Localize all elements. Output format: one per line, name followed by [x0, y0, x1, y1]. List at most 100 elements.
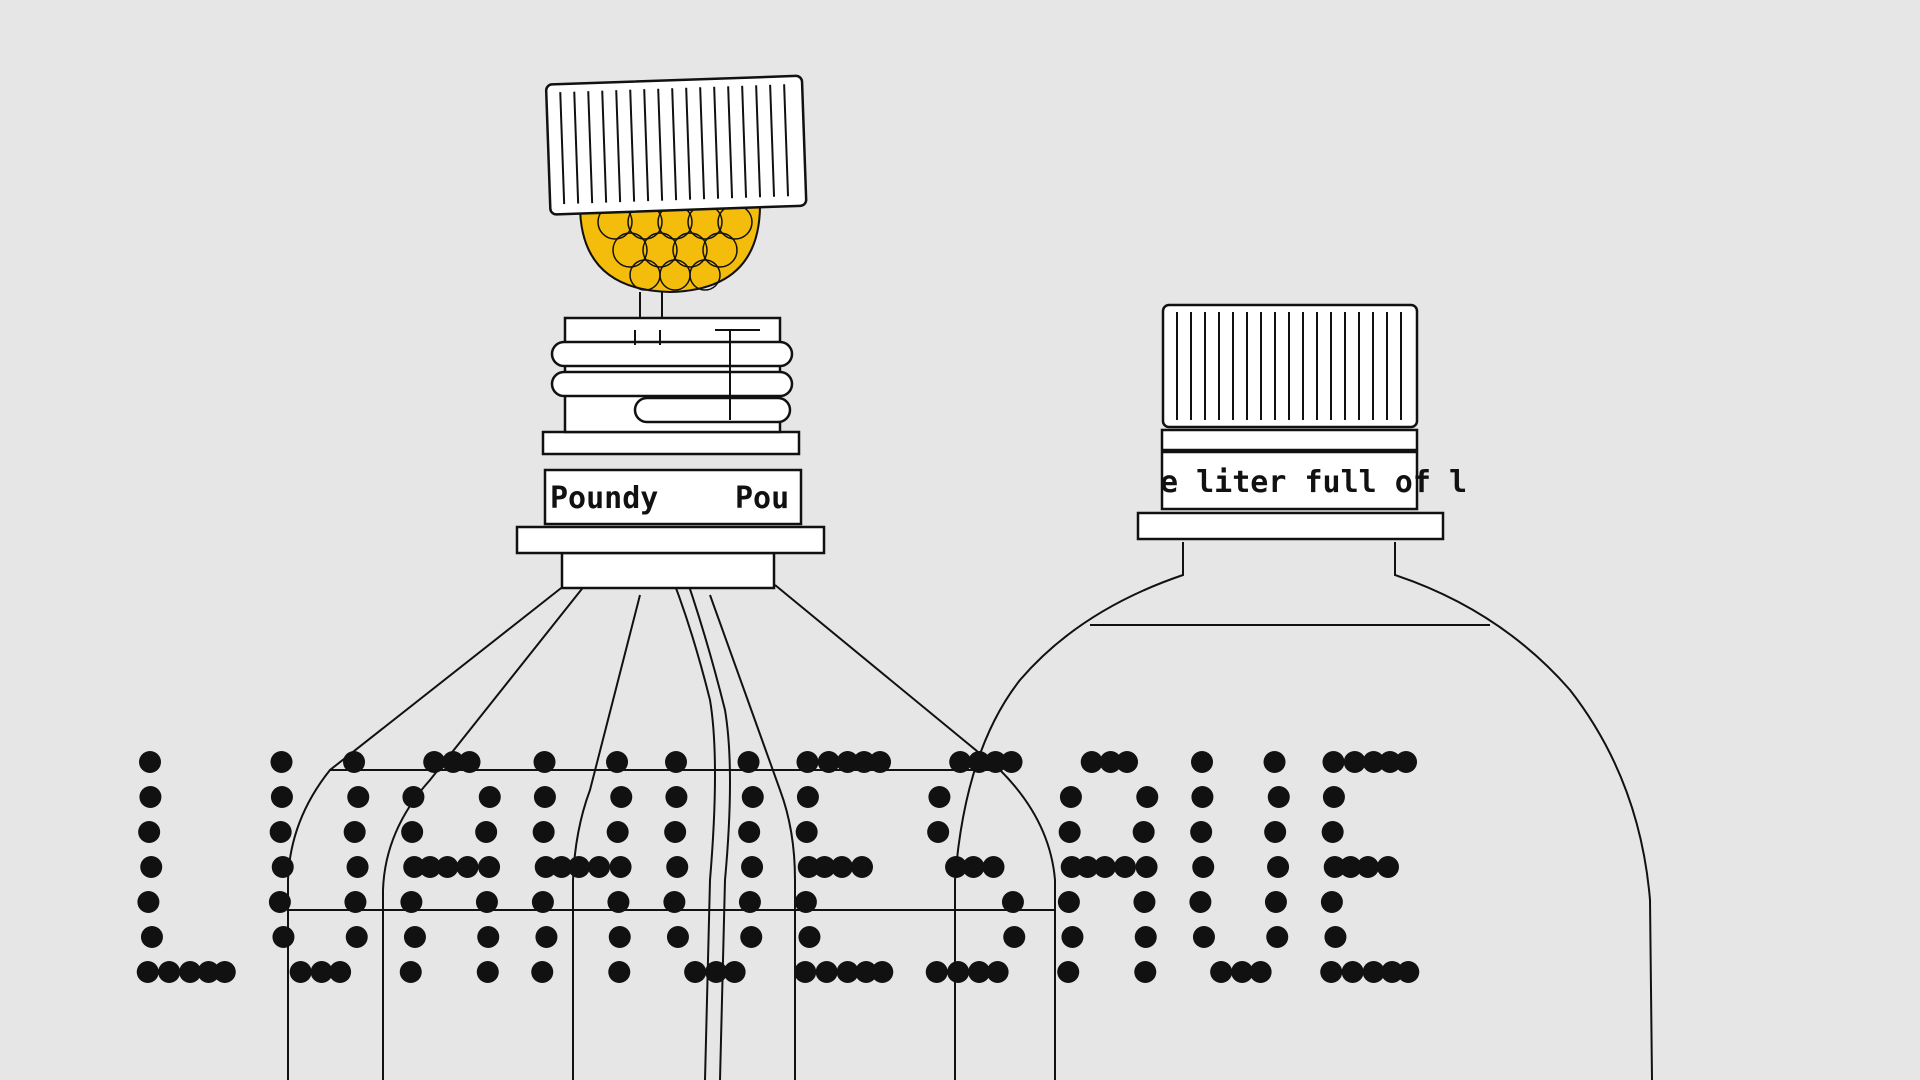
- lettering-dot: [1323, 856, 1346, 878]
- right-bottle: e liter full of l: [954, 303, 1653, 1080]
- lettering-dot: [871, 961, 894, 983]
- left-bottle: Poundy Pou: [287, 74, 1056, 1080]
- lettering-dot: [947, 961, 970, 983]
- lettering-dot: [1210, 961, 1233, 983]
- lettering-dot: [1113, 856, 1136, 878]
- lettering-dot: [401, 821, 424, 843]
- lettering-dot: [741, 856, 764, 878]
- lettering-dot: [344, 891, 367, 913]
- lettering-dot: [666, 926, 689, 948]
- lettering-dot: [666, 856, 689, 878]
- left-bottle-label-band: [543, 468, 803, 526]
- left-label-text: Poundy: [550, 481, 658, 516]
- lettering-dot: [1320, 891, 1343, 913]
- lettering-dot: [272, 926, 295, 948]
- lettering-dot: [1395, 751, 1418, 773]
- lettering-dot: [869, 751, 892, 773]
- lettering-dot: [139, 751, 161, 773]
- lettering-dot: [1133, 891, 1156, 913]
- lettering-dot: [1132, 821, 1155, 843]
- lettering-dot: [402, 786, 425, 808]
- lettering-dot: [836, 961, 859, 983]
- lettering-dot: [813, 856, 836, 878]
- lettering-dot: [949, 751, 972, 773]
- lettering-dot: [458, 751, 481, 773]
- lettering-dot: [795, 821, 818, 843]
- lettering-dot: [1134, 926, 1157, 948]
- lettering-dot: [475, 821, 498, 843]
- lettering-dot: [1341, 961, 1364, 983]
- lettering-dot: [984, 751, 1007, 773]
- lettering-dot: [1080, 751, 1103, 773]
- lettering-dot: [737, 751, 760, 773]
- lettering-dot: [1192, 926, 1215, 948]
- lettering-dot: [797, 856, 820, 878]
- right-bottle-lip: [1136, 511, 1445, 541]
- lettering-dot: [1379, 751, 1402, 773]
- lettering-dot: [213, 961, 236, 983]
- lettering-dot: [1339, 856, 1362, 878]
- lettering-dot: [550, 856, 573, 878]
- lettering-dot: [477, 926, 500, 948]
- lettering-dot: [1356, 856, 1379, 878]
- right-cap: [1161, 303, 1419, 429]
- lettering-dot: [1381, 961, 1404, 983]
- lettering-dot: [610, 786, 633, 808]
- lettering-dot: [741, 786, 764, 808]
- lettering-dot: [968, 751, 991, 773]
- lettering-dot: [796, 751, 819, 773]
- lettering-dot: [1324, 926, 1347, 948]
- lettering-dot: [738, 821, 761, 843]
- lettering-dot: [817, 751, 840, 773]
- lettering-dot: [139, 786, 162, 808]
- lettering-dot: [1059, 786, 1082, 808]
- lettering-dot: [705, 961, 728, 983]
- lettering-dot: [423, 751, 446, 773]
- lettering-dot: [608, 961, 631, 983]
- lettering-dot: [136, 961, 159, 983]
- lettering-dot: [665, 751, 687, 773]
- lettering-dot: [1249, 961, 1272, 983]
- lettering-dot: [1189, 891, 1212, 913]
- right-label-text: e liter full of l: [1160, 465, 1467, 500]
- lettering-dot: [478, 786, 501, 808]
- lettering-dot: [1264, 821, 1287, 843]
- left-cap: [544, 74, 808, 216]
- lettering-dot: [1376, 856, 1399, 878]
- lettering-dot: [925, 961, 948, 983]
- lettering-dot: [140, 926, 163, 948]
- lettering-dot: [1191, 751, 1213, 773]
- lettering-dot: [798, 926, 821, 948]
- lettering-dot: [329, 961, 352, 983]
- lettering-dot: [419, 856, 442, 878]
- lettering-dot: [830, 856, 853, 878]
- lettering-dot: [1266, 926, 1289, 948]
- dot-matrix-lettering: [136, 751, 1420, 983]
- lettering-dot: [723, 961, 746, 983]
- lettering-dot: [1058, 821, 1081, 843]
- lettering-dot: [345, 926, 368, 948]
- lettering-dot: [1003, 926, 1026, 948]
- lettering-dot: [1343, 751, 1366, 773]
- lettering-dot: [346, 856, 369, 878]
- lettering-dot: [1267, 786, 1290, 808]
- lettering-dot: [968, 961, 991, 983]
- lettering-dot: [531, 961, 554, 983]
- lettering-dot: [1267, 856, 1290, 878]
- lettering-dot: [436, 856, 459, 878]
- lettering-dot: [1076, 856, 1099, 878]
- lettering-dot: [567, 856, 590, 878]
- lettering-dot: [1231, 961, 1254, 983]
- lettering-dot: [1191, 786, 1214, 808]
- lettering-dot: [270, 786, 293, 808]
- lettering-dot: [608, 926, 631, 948]
- lettering-dot: [1001, 891, 1024, 913]
- lettering-dot: [986, 961, 1009, 983]
- lettering-dot: [1322, 786, 1345, 808]
- lettering-dot: [1061, 926, 1084, 948]
- lettering-dot: [269, 821, 292, 843]
- lettering-dot: [268, 891, 291, 913]
- lettering-dot: [399, 961, 422, 983]
- lettering-dot: [1135, 856, 1158, 878]
- lettering-dot: [310, 961, 333, 983]
